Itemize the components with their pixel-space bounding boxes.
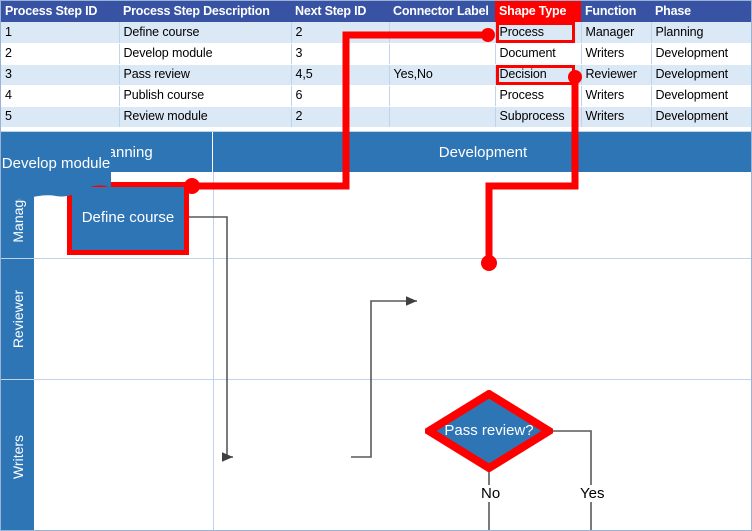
cell-process-step-id[interactable]: 4 xyxy=(1,85,120,107)
cell-next-step-id[interactable]: 3 xyxy=(291,43,390,65)
cell-phase[interactable]: Development xyxy=(651,64,751,86)
phase-divider xyxy=(213,172,214,530)
table-row[interactable]: 3 Pass review 4,5 Yes,No Decision Review… xyxy=(1,64,751,86)
cell-function[interactable]: Reviewer xyxy=(581,64,652,86)
cell-process-step-id[interactable]: 5 xyxy=(1,106,120,128)
process-table: Process Step ID Process Step Description… xyxy=(1,1,751,128)
shape-develop-module[interactable]: Develop module xyxy=(1,132,111,205)
phase-header-row: Planning Development xyxy=(1,132,751,172)
lane-label-text: Writers xyxy=(9,434,26,479)
cell-connector-label[interactable] xyxy=(389,43,496,65)
cell-process-step-description[interactable]: Review module xyxy=(119,106,292,128)
column-header-process-step-description[interactable]: Process Step Description xyxy=(119,1,291,22)
shape-label: Define course xyxy=(81,209,175,227)
shape-label: Develop module xyxy=(1,154,111,172)
cell-function[interactable]: Writers xyxy=(581,85,652,107)
cell-connector-label[interactable] xyxy=(389,85,496,107)
column-header-shape-type[interactable]: Shape Type xyxy=(495,1,581,22)
lane-label-reviewer[interactable]: Reviewer xyxy=(1,259,35,379)
swimlane-diagram: Planning Development Manager Reviewer Wr… xyxy=(1,131,751,530)
lane-body-reviewer xyxy=(35,259,751,379)
cell-shape-type[interactable]: Process xyxy=(495,85,582,107)
cell-connector-label[interactable] xyxy=(389,106,496,128)
column-header-next-step-id[interactable]: Next Step ID xyxy=(291,1,389,22)
column-header-phase[interactable]: Phase xyxy=(651,1,751,22)
column-header-function[interactable]: Function xyxy=(581,1,651,22)
lane-label-text: Reviewer xyxy=(9,289,26,349)
cell-process-step-description[interactable]: Develop module xyxy=(119,43,292,65)
cell-process-step-id[interactable]: 3 xyxy=(1,64,120,86)
cell-phase[interactable]: Development xyxy=(651,43,751,65)
cell-next-step-id[interactable]: 6 xyxy=(291,85,390,107)
cell-shape-type-text: Process xyxy=(499,24,545,39)
cell-phase[interactable]: Planning xyxy=(651,22,751,44)
table-row[interactable]: 2 Develop module 3 Document Writers Deve… xyxy=(1,43,751,65)
column-header-process-step-id[interactable]: Process Step ID xyxy=(1,1,119,22)
cell-shape-type[interactable]: Document xyxy=(495,43,582,65)
phase-header-development[interactable]: Development xyxy=(213,132,751,172)
cell-next-step-id[interactable]: 2 xyxy=(291,106,390,128)
connector-label-yes: Yes xyxy=(577,485,608,502)
shape-decision-pass-review[interactable]: Pass review? xyxy=(421,389,557,473)
cell-process-step-id[interactable]: 1 xyxy=(1,22,120,44)
table-header-row: Process Step ID Process Step Description… xyxy=(1,1,751,22)
cell-process-step-description[interactable]: Define course xyxy=(119,22,292,44)
cell-function[interactable]: Manager xyxy=(581,22,652,44)
cell-phase[interactable]: Development xyxy=(651,106,751,128)
cell-shape-type[interactable]: Process xyxy=(495,22,582,44)
connector-label-no: No xyxy=(478,485,504,502)
process-data-table: Process Step ID Process Step Description… xyxy=(1,1,751,131)
lane-reviewer: Reviewer xyxy=(1,258,751,379)
cell-function[interactable]: Writers xyxy=(581,106,652,128)
table-row[interactable]: 4 Publish course 6 Process Writers Devel… xyxy=(1,85,751,107)
cell-next-step-id[interactable]: 2 xyxy=(291,22,390,44)
cell-connector-label[interactable] xyxy=(389,22,496,44)
decision-diamond-icon xyxy=(421,389,557,473)
cell-shape-type[interactable]: Decision xyxy=(495,64,582,86)
lane-writers: Writers xyxy=(1,379,751,530)
cell-process-step-id[interactable]: 2 xyxy=(1,43,120,65)
cell-process-step-description[interactable]: Pass review xyxy=(119,64,292,86)
cell-connector-label[interactable]: Yes,No xyxy=(389,64,496,86)
lane-body-writers xyxy=(35,380,751,530)
shape-define-course[interactable]: Define course xyxy=(67,182,189,255)
table-row[interactable]: 1 Define course 2 Process Manager Planni… xyxy=(1,22,751,44)
table-row[interactable]: 5 Review module 2 Subprocess Writers Dev… xyxy=(1,106,751,128)
cell-function[interactable]: Writers xyxy=(581,43,652,65)
cell-phase[interactable]: Development xyxy=(651,85,751,107)
phase-label: Development xyxy=(438,143,528,161)
cell-process-step-description[interactable]: Publish course xyxy=(119,85,292,107)
column-header-connector-label[interactable]: Connector Label xyxy=(389,1,495,22)
cell-shape-type-text: Decision xyxy=(499,67,547,81)
document-shape-icon xyxy=(1,132,111,199)
cell-shape-type[interactable]: Subprocess xyxy=(495,106,582,128)
lane-label-writers[interactable]: Writers xyxy=(1,380,35,530)
shape-label: Pass review? xyxy=(444,422,534,440)
cell-next-step-id[interactable]: 4,5 xyxy=(291,64,390,86)
